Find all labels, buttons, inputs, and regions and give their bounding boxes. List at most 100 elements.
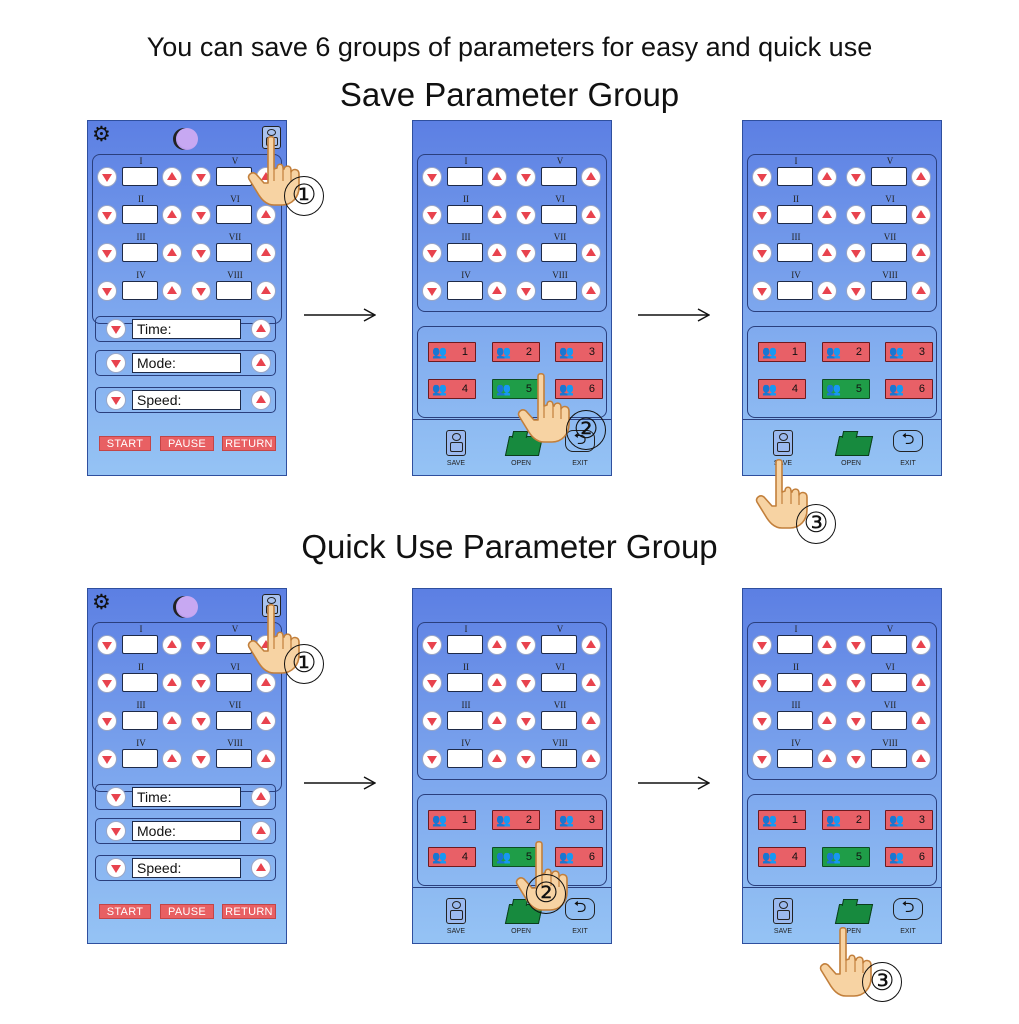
increase-button[interactable] [487,635,507,655]
decrease-button[interactable] [97,205,117,225]
increase-button[interactable] [817,673,837,693]
group-6-button[interactable]: 👥6 [885,379,933,399]
parameter-field[interactable] [777,749,813,768]
decrease-button[interactable] [191,711,211,731]
increase-button[interactable] [817,749,837,769]
increase-button[interactable] [581,711,601,731]
parameter-field[interactable] [871,749,907,768]
increase-button[interactable] [581,281,601,301]
parameter-field[interactable] [122,167,158,186]
parameter-field[interactable] [122,711,158,730]
parameter-field[interactable] [871,205,907,224]
increase-button[interactable] [162,205,182,225]
gear-icon[interactable]: ⚙ [92,591,111,614]
increase-button[interactable] [162,711,182,731]
parameter-field[interactable] [777,167,813,186]
increase-button[interactable] [911,167,931,187]
increase-button[interactable] [162,673,182,693]
decrease-button[interactable] [97,635,117,655]
time-increase-button[interactable] [251,787,271,807]
time-field[interactable]: Time: [132,319,241,339]
mode-field[interactable]: Mode: [132,353,241,373]
increase-button[interactable] [911,243,931,263]
decrease-button[interactable] [191,635,211,655]
decrease-button[interactable] [97,281,117,301]
decrease-button[interactable] [752,673,772,693]
increase-button[interactable] [911,205,931,225]
group-2-button[interactable]: 👥2 [492,810,540,830]
increase-button[interactable] [487,673,507,693]
increase-button[interactable] [581,749,601,769]
decrease-button[interactable] [752,711,772,731]
return-arrow-icon[interactable]: ⮌ [893,898,923,920]
parameter-field[interactable] [777,281,813,300]
increase-button[interactable] [487,711,507,731]
decrease-button[interactable] [422,673,442,693]
parameter-field[interactable] [122,281,158,300]
increase-button[interactable] [817,205,837,225]
decrease-button[interactable] [752,635,772,655]
group-5-button[interactable]: 👥5 [492,379,540,399]
parameter-field[interactable] [447,205,483,224]
decrease-button[interactable] [752,281,772,301]
parameter-field[interactable] [777,243,813,262]
increase-button[interactable] [162,749,182,769]
parameter-field[interactable] [541,635,577,654]
floppy-disk-icon[interactable] [773,898,793,924]
decrease-button[interactable] [191,243,211,263]
decrease-button[interactable] [516,673,536,693]
parameter-field[interactable] [541,167,577,186]
decrease-button[interactable] [422,167,442,187]
floppy-disk-icon[interactable] [446,898,466,924]
increase-button[interactable] [487,205,507,225]
decrease-button[interactable] [191,281,211,301]
group-1-button[interactable]: 👥1 [428,342,476,362]
group-4-button[interactable]: 👥4 [758,847,806,867]
parameter-field[interactable] [541,673,577,692]
decrease-button[interactable] [97,167,117,187]
parameter-field[interactable] [871,711,907,730]
return-arrow-icon[interactable]: ⮌ [893,430,923,452]
increase-button[interactable] [817,243,837,263]
parameter-field[interactable] [216,243,252,262]
parameter-field[interactable] [541,205,577,224]
increase-button[interactable] [162,243,182,263]
decrease-button[interactable] [516,167,536,187]
decrease-button[interactable] [846,635,866,655]
decrease-button[interactable] [846,281,866,301]
increase-button[interactable] [911,281,931,301]
time-field[interactable]: Time: [132,787,241,807]
group-6-button[interactable]: 👥6 [555,379,603,399]
decrease-button[interactable] [191,673,211,693]
parameter-field[interactable] [777,673,813,692]
start-button[interactable]: START [99,904,151,919]
pause-button[interactable]: PAUSE [160,904,214,919]
speed-increase-button[interactable] [251,858,271,878]
increase-button[interactable] [911,673,931,693]
decrease-button[interactable] [516,635,536,655]
decrease-button[interactable] [516,749,536,769]
increase-button[interactable] [911,711,931,731]
speed-decrease-button[interactable] [106,390,126,410]
return-arrow-icon[interactable]: ⮌ [565,898,595,920]
mode-decrease-button[interactable] [106,353,126,373]
parameter-field[interactable] [777,205,813,224]
increase-button[interactable] [256,749,276,769]
parameter-field[interactable] [447,281,483,300]
parameter-field[interactable] [447,635,483,654]
decrease-button[interactable] [191,205,211,225]
decrease-button[interactable] [846,711,866,731]
group-6-button[interactable]: 👥6 [885,847,933,867]
speed-field[interactable]: Speed: [132,390,241,410]
decrease-button[interactable] [846,749,866,769]
parameter-field[interactable] [541,243,577,262]
floppy-disk-icon[interactable] [773,430,793,456]
group-1-button[interactable]: 👥1 [758,342,806,362]
group-3-button[interactable]: 👥3 [885,810,933,830]
group-1-button[interactable]: 👥1 [428,810,476,830]
group-5-button[interactable]: 👥5 [822,847,870,867]
decrease-button[interactable] [846,673,866,693]
pause-button[interactable]: PAUSE [160,436,214,451]
parameter-field[interactable] [122,243,158,262]
decrease-button[interactable] [516,243,536,263]
